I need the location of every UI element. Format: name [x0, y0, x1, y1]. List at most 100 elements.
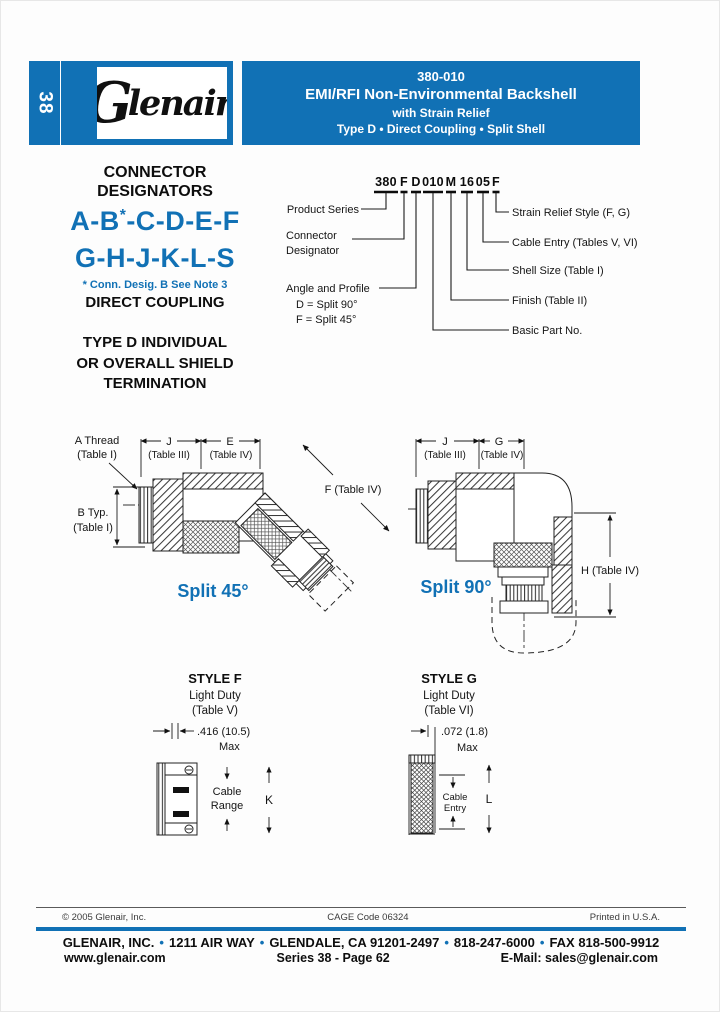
designator-asterisk: * — [119, 207, 127, 225]
pn-label-angle-profile: Angle and Profile — [286, 283, 370, 295]
style-g-dimension — [411, 725, 436, 833]
dim-e-label: E — [226, 436, 233, 448]
designator-letters-row1: A-B*-C-D-E-F — [41, 203, 269, 239]
designators-heading: CONNECTOR DESIGNATORS — [41, 163, 269, 201]
style-f-title: STYLE F — [188, 671, 242, 686]
designators-heading-line1: CONNECTOR — [103, 164, 207, 181]
designators-heading-line2: DESIGNATORS — [97, 183, 213, 201]
footer-hairline — [36, 907, 686, 908]
pn-label-angle-f: F = Split 45° — [296, 314, 356, 326]
style-f-k-label: K — [265, 793, 273, 807]
pn-label-strain-relief: Strain Relief Style (F, G) — [512, 207, 630, 219]
style-g-dim-max: Max — [457, 742, 478, 754]
split90-dimensions — [415, 438, 616, 618]
pn-segment-basic-part: 010 — [422, 175, 444, 189]
bullet-separator-icon: • — [444, 935, 449, 950]
dim-e-table: (Table IV) — [210, 450, 253, 461]
dim-g-label: G — [495, 436, 504, 448]
style-g-l-label: L — [486, 792, 493, 806]
dim-f-label: F (Table IV) — [325, 484, 382, 496]
series-page-number: Series 38 - Page 62 — [276, 951, 390, 965]
style-g-cable-entry-arrows — [439, 774, 465, 830]
pn-segment-strain-relief: F — [492, 175, 500, 189]
city-state-zip: GLENDALE, CA 91201-2497 — [269, 935, 440, 950]
pn-label-basic-part: Basic Part No. — [512, 325, 582, 337]
doc-number: 380-010 — [417, 69, 465, 84]
pn-segment-shell-size: 16 — [460, 175, 475, 189]
style-g-title: STYLE G — [421, 671, 477, 686]
phone-number: 818-247-6000 — [453, 935, 535, 950]
bullet-separator-icon: • — [259, 935, 265, 950]
style-f-cable-label1: Cable — [213, 786, 242, 798]
pn-segment-finish: M — [446, 175, 457, 189]
footer-blue-rule — [36, 927, 686, 931]
pn-label-connector: Connector — [286, 230, 337, 242]
cage-code: CAGE Code 06324 — [327, 912, 409, 923]
style-g-table: (Table VI) — [424, 705, 473, 717]
company-name: GLENAIR, INC. — [62, 935, 155, 950]
style-g-dim-value: .072 (1.8) — [441, 726, 488, 738]
split45-dimensions — [108, 438, 390, 548]
direct-coupling-label: DIRECT COUPLING — [85, 294, 225, 312]
style-f-dim-max: Max — [219, 741, 240, 753]
dim-j-label: J — [166, 436, 172, 448]
pn-label-shell-size: Shell Size (Table I) — [512, 265, 604, 277]
style-f-profile — [156, 762, 198, 836]
footer-legal-row: © 2005 Glenair, Inc. CAGE Code 06324 Pri… — [36, 912, 686, 923]
style-f-cable-label2: Range — [211, 800, 243, 812]
style-f-dimension — [153, 723, 194, 739]
style-g-drawing: STYLE G Light Duty (Table VI) .072 (1.8)… — [408, 671, 493, 835]
connector-designators-block: CONNECTOR DESIGNATORS A-B*-C-D-E-F G-H-J… — [41, 163, 269, 394]
glenair-logo-frame: Glenair® — [61, 61, 233, 145]
title-banner: 380-010 EMI/RFI Non-Environmental Backsh… — [242, 61, 640, 145]
glenair-logo-text: lenair — [127, 82, 227, 124]
split45-caption: Split 45° — [177, 581, 248, 601]
pn-segment-product-series: 380 — [375, 175, 397, 189]
website-text: www.glenair.com — [64, 951, 166, 965]
pn-label-cable-entry: Cable Entry (Tables V, VI) — [512, 237, 638, 249]
style-g-cable-label1: Cable — [443, 792, 468, 803]
split-90-drawing: J (Table III) G (Table IV) H (Table IV) … — [408, 436, 639, 654]
designator-letters-row2: G-H-J-K-L-S — [75, 242, 235, 273]
pn-segment-connector-designator: F — [400, 175, 408, 189]
glenair-logo: Glenair® — [97, 67, 227, 139]
part-number-diagram: 380 F D 010 M 16 05 F Product Series Con… — [286, 175, 638, 337]
bullet-separator-icon: • — [159, 935, 164, 950]
bullet-separator-icon: • — [539, 935, 545, 950]
b-typ-label: B Typ. — [78, 507, 109, 519]
pn-label-designator: Designator — [286, 245, 340, 257]
doc-subtitle: with Strain Relief — [392, 106, 490, 120]
style-f-dim-value: .416 (10.5) — [197, 726, 250, 738]
pn-label-angle-d: D = Split 90° — [296, 299, 358, 311]
split90-body — [415, 472, 577, 654]
split90-caption: Split 90° — [420, 577, 491, 597]
a-thread-label: A Thread — [75, 435, 119, 447]
b-typ-table: (Table I) — [73, 522, 113, 534]
printed-in: Printed in U.S.A. — [589, 912, 660, 923]
series-side-tab: 38 — [29, 61, 60, 145]
footer-bottom-row: www.glenair.com Series 38 - Page 62 E-Ma… — [36, 951, 686, 965]
style-f-table: (Table V) — [192, 705, 238, 717]
company-address-line: GLENAIR, INC.•1211 AIR WAY•GLENDALE, CA … — [36, 935, 686, 950]
doc-title: EMI/RFI Non-Environmental Backshell — [305, 86, 577, 103]
dim-j-table: (Table III) — [148, 450, 190, 461]
termination-line2: OR OVERALL SHIELD — [76, 354, 234, 372]
pn-leader-lines — [352, 193, 509, 331]
pn-segment-cable-entry: 05 — [476, 175, 491, 189]
style-g-cable-label2: Entry — [444, 803, 466, 814]
series-tab-number: 38 — [34, 91, 56, 115]
pn-segment-angle-profile: D — [411, 175, 420, 189]
pn-label-finish: Finish (Table II) — [512, 295, 587, 307]
dim-h-label: H (Table IV) — [581, 565, 639, 577]
copyright-text: © 2005 Glenair, Inc. — [62, 912, 147, 923]
dim-j-table: (Table III) — [424, 450, 466, 461]
pn-label-product-series: Product Series — [287, 204, 360, 216]
style-g-duty: Light Duty — [423, 690, 475, 702]
dim-j-label: J — [442, 436, 448, 448]
fax-number: FAX 818-500-9912 — [549, 935, 660, 950]
style-f-duty: Light Duty — [189, 690, 241, 702]
split45-body — [138, 472, 355, 612]
designator-letters-pre: A-B — [70, 206, 120, 237]
style-g-profile — [408, 754, 436, 835]
